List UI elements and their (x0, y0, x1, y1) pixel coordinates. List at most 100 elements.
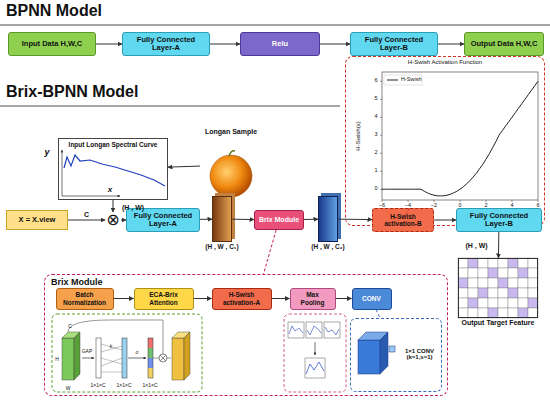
pooling-illustration (307, 326, 321, 335)
attention-box: ECA-Brix Attention (134, 288, 194, 310)
eca-illustration (96, 338, 101, 378)
conv-illustration (389, 346, 395, 352)
tick-label: −2 (431, 203, 437, 209)
tick-label: 5 (374, 96, 377, 102)
grid-cell (518, 298, 528, 308)
grid-cell (508, 278, 518, 288)
tick-label: 2 (484, 203, 487, 209)
grid-cell (458, 258, 468, 268)
connector (121, 220, 126, 221)
grid-cell (498, 308, 508, 318)
layer-box: Fully Connected Layer-B (456, 208, 542, 232)
grid-cell (508, 308, 518, 318)
pooling-illustration (306, 322, 322, 338)
plot-area (380, 81, 538, 202)
eca-illustration (122, 338, 127, 378)
plot-area (384, 75, 422, 85)
grid-cell (458, 268, 468, 278)
eca-illustration (153, 358, 159, 359)
grid-cell (468, 308, 478, 318)
node-text: Fully Connected Layer-A (126, 36, 206, 53)
node-text: CONV (362, 295, 381, 302)
grid-cell (518, 288, 528, 298)
section-rule (0, 105, 340, 107)
grid-cell (498, 258, 508, 268)
eca-illustration (148, 358, 153, 368)
illustration-label: 1×1×C (116, 383, 131, 388)
multiply-node: ⊗ (105, 212, 121, 228)
connector (168, 166, 200, 167)
eca-illustration (52, 314, 202, 392)
eca-illustration (148, 338, 153, 378)
connector (272, 298, 290, 299)
grid-cell (478, 258, 488, 268)
connector (376, 310, 379, 318)
eca-illustration (82, 358, 94, 359)
spectral-curve (64, 155, 165, 186)
tick-label: 4 (374, 114, 377, 120)
tick-label: −4 (405, 203, 411, 209)
plot-area (382, 81, 538, 196)
eca-illustration (148, 348, 153, 358)
grid-cell (528, 278, 538, 288)
illustration-label: 1×1×C (142, 383, 157, 388)
grid-cell (488, 268, 498, 278)
output-grid-cells (458, 258, 538, 318)
longan-image (229, 151, 235, 156)
tick-label: 0 (374, 186, 377, 192)
grid-cell (498, 278, 508, 288)
grid-cell (498, 298, 508, 308)
layer-box: Fully Connected Layer-B (350, 32, 438, 56)
tick-mark (380, 171, 382, 172)
tick-label: 0 (458, 203, 461, 209)
grid-cell (518, 278, 528, 288)
node-text: Input Data H,W,C (22, 40, 82, 48)
grid-cell (478, 288, 488, 298)
node-text: 1×1 CONV (k=1,s=1) (402, 348, 438, 361)
eca-illustration (74, 332, 80, 380)
connector (113, 200, 114, 212)
node-text: X = X.view (19, 216, 56, 224)
tick-mark (380, 135, 382, 136)
data-box: Output Data H,W,C (464, 32, 544, 56)
node-text: Fully Connected Layer-B (460, 212, 538, 229)
connector (264, 230, 277, 274)
node-text: Fully Connected Layer-B (354, 36, 434, 53)
spectral-curve (62, 150, 165, 196)
connector (438, 44, 464, 45)
grid-cell (478, 298, 488, 308)
pooling-illustration (306, 362, 324, 374)
grid-cell (468, 258, 478, 268)
grid-cell (458, 308, 468, 318)
node-text: H-Swish activation-A (216, 291, 268, 305)
connector (200, 219, 212, 220)
norm-box: Batch Normalization (56, 288, 114, 310)
input-box: X = X.view (6, 210, 68, 230)
connector (336, 298, 352, 299)
connector (68, 220, 105, 221)
tick-mark (486, 200, 487, 202)
tick-label: 6 (374, 78, 377, 84)
illustration-label: k (110, 344, 113, 349)
eca-illustration (62, 338, 74, 380)
node-text: H-Swish Activation Function (346, 59, 544, 66)
conv-illustration (358, 332, 395, 374)
tick-mark (538, 200, 539, 202)
eca-illustration (159, 354, 167, 362)
grid-cell (508, 258, 518, 268)
grid-cell (478, 308, 488, 318)
grid-cell (468, 268, 478, 278)
pooling-illustration (284, 314, 346, 392)
tick-label: −6 (379, 203, 385, 209)
plot-area (382, 72, 538, 200)
grid-cell (458, 298, 468, 308)
pooling-illustration (289, 326, 303, 334)
eca-illustration (68, 320, 163, 354)
section-title: BPNN Model (6, 3, 102, 19)
eca-illustration (148, 368, 153, 378)
longan-image (210, 155, 252, 197)
tick-mark (512, 200, 513, 202)
module-box: Brix Module (254, 210, 304, 230)
tick-mark (380, 117, 382, 118)
grid-cell (518, 308, 528, 318)
